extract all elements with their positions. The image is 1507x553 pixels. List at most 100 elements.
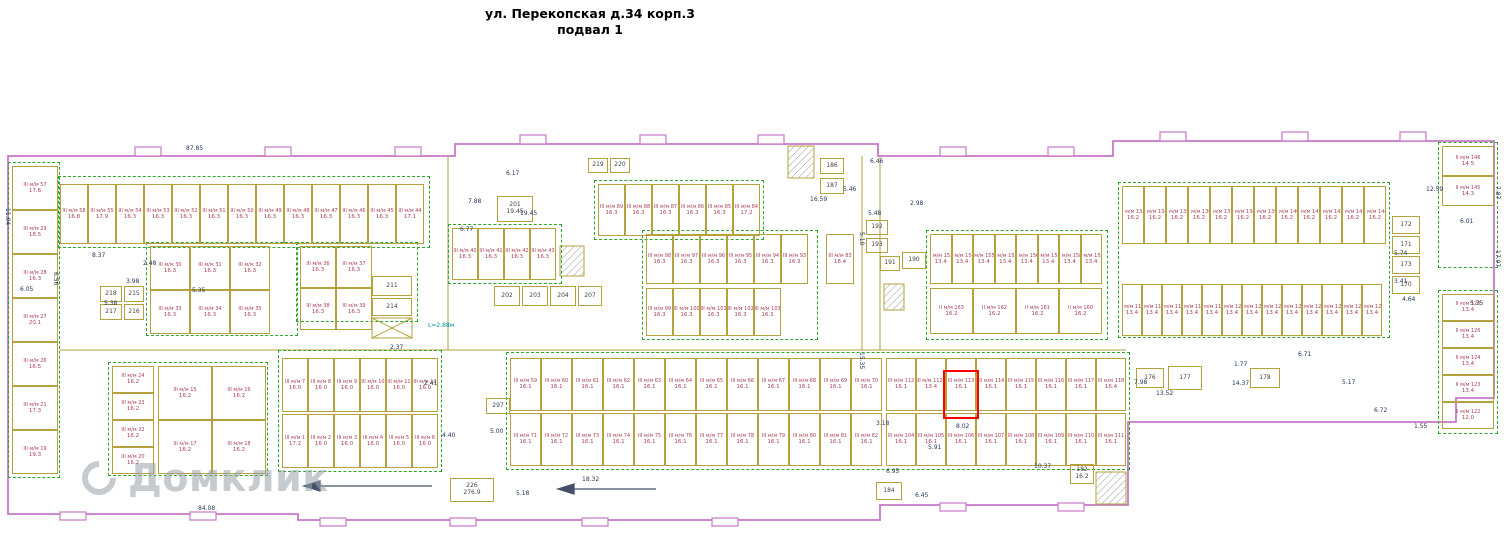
- dimension-label: 5.18: [516, 490, 530, 497]
- room: 211: [372, 276, 412, 296]
- dimension-label: 18.32: [582, 476, 600, 483]
- dimension-label: 13.52: [1156, 390, 1174, 397]
- dimension-label: 7.88: [468, 198, 482, 205]
- parking-stall: II м/м 15613.4: [1016, 234, 1038, 284]
- parking-stall: II м/м 15313.4: [930, 234, 952, 284]
- dimension-label: 84.08: [198, 505, 216, 512]
- parking-stall: II м/м 14016.2: [1276, 186, 1298, 244]
- corridor-walls: [60, 156, 1126, 351]
- dimension-label: 8.37: [92, 252, 106, 259]
- parking-stall: II м/м 14316.2: [1342, 186, 1364, 244]
- room: 173: [1392, 256, 1420, 274]
- parking-stall: II м/м 12513.4: [1322, 284, 1342, 336]
- room: 190: [902, 252, 926, 269]
- dimension-label: 12.59: [1426, 186, 1444, 193]
- parking-stall: II м/м 12113.4: [1242, 284, 1262, 336]
- parking-zone-boundary: [1438, 142, 1498, 268]
- room: 214: [372, 298, 412, 316]
- parking-stall: II м/м 14116.2: [1298, 186, 1320, 244]
- dimension-label: 6.56: [52, 272, 59, 286]
- parking-stall: II м/м 11913.4: [1202, 284, 1222, 336]
- parking-zone-boundary: [108, 362, 268, 476]
- dimension-label: 7.98: [1134, 379, 1148, 386]
- dimension-label: 14.37: [1232, 380, 1250, 387]
- dimension-label: 6.72: [1374, 407, 1388, 414]
- dimension-label: 5.48: [868, 210, 882, 217]
- parking-zone-boundary: [278, 350, 442, 472]
- parking-stall: II м/м 11513.4: [1122, 284, 1142, 336]
- parking-zone-boundary: [1438, 290, 1498, 434]
- dimension-label: 19.45: [520, 210, 538, 217]
- domclick-watermark-text: Домклик: [128, 456, 329, 500]
- room: 177: [1168, 366, 1202, 390]
- dimension-label: 10.37: [1034, 463, 1052, 470]
- dimension-label: 6.05: [20, 286, 34, 293]
- building-outline: [7, 140, 1495, 521]
- parking-zone-boundary: [296, 242, 418, 322]
- dimension-label: 1.77: [1234, 361, 1248, 368]
- dimension-label: 3.41: [1394, 278, 1408, 285]
- room: 220: [610, 158, 630, 173]
- highlighted-stall-box: [943, 370, 979, 419]
- room: 172: [1392, 216, 1420, 234]
- parking-zone-boundary: [8, 162, 60, 478]
- parking-stall: II м/м 11613.4: [1142, 284, 1162, 336]
- parking-stall: II м/м 14416.2: [1364, 186, 1386, 244]
- dimension-label: 1.55: [1414, 423, 1428, 430]
- domclick-logo-icon: [74, 453, 124, 503]
